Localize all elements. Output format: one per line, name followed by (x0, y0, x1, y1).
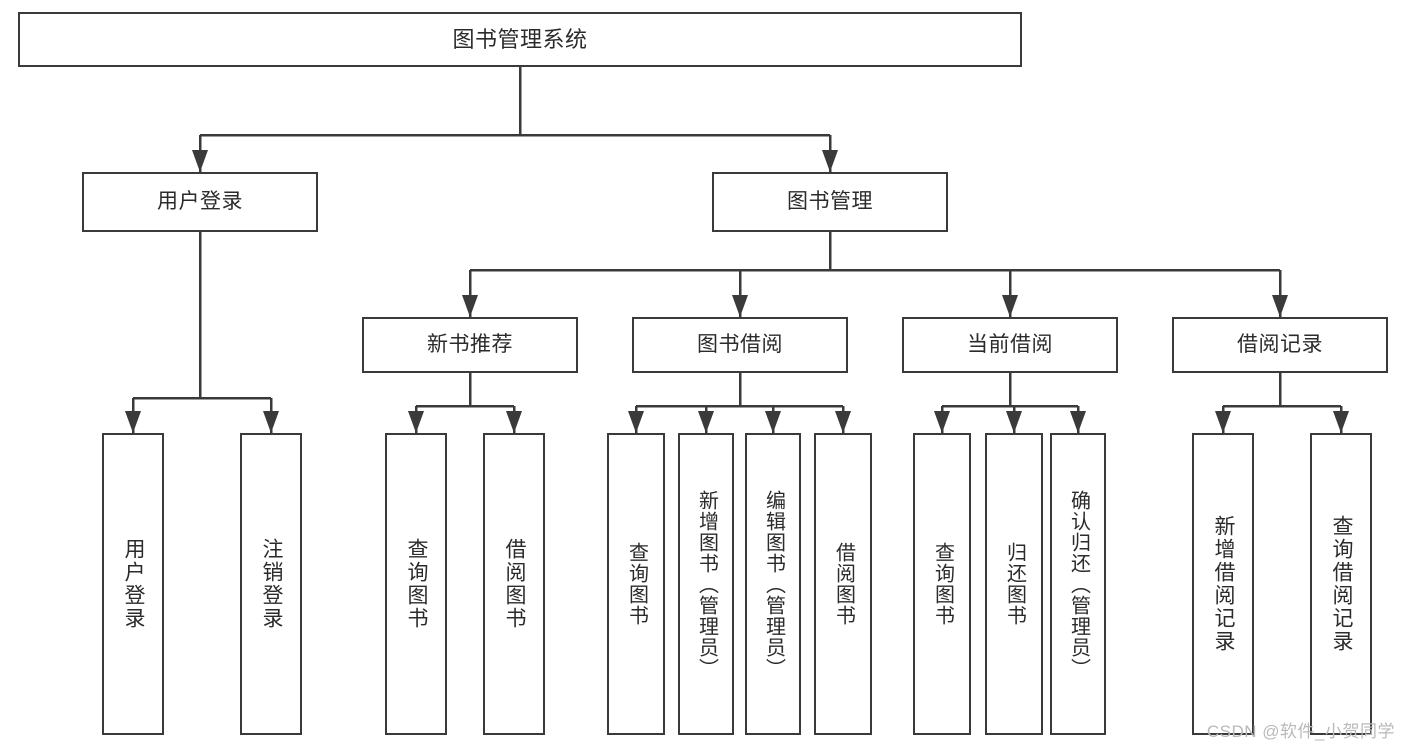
arrow-icon-user-login-1 (263, 411, 279, 433)
node-leaf-query-book-recommend[interactable]: 查询图书 (385, 433, 447, 735)
node-leaf-user-login-label: 用户登录 (122, 538, 146, 630)
arrow-icon-book-borrow-2 (765, 411, 781, 433)
node-leaf-query-book-recommend-label: 查询图书 (405, 538, 429, 630)
arrow-icon-book-borrow-3 (835, 411, 851, 433)
arrow-icon-book-borrow-0 (628, 411, 644, 433)
node-book-borrow-label: 图书借阅 (697, 332, 783, 356)
node-leaf-add-book-admin[interactable]: 新增图书（管理员） (678, 433, 734, 735)
node-leaf-edit-book-admin-label: 编辑图书（管理员） (762, 489, 785, 679)
node-borrow-record[interactable]: 借阅记录 (1172, 317, 1388, 373)
node-user-login-label: 用户登录 (157, 189, 243, 213)
node-leaf-query-book-borrow[interactable]: 查询图书 (607, 433, 665, 735)
node-root-label: 图书管理系统 (452, 26, 588, 52)
node-current-borrow[interactable]: 当前借阅 (902, 317, 1118, 373)
node-new-book-recommend-label: 新书推荐 (427, 332, 513, 356)
node-leaf-query-book-current[interactable]: 查询图书 (913, 433, 971, 735)
node-leaf-user-login[interactable]: 用户登录 (102, 433, 164, 735)
node-borrow-record-label: 借阅记录 (1237, 332, 1323, 356)
arrow-icon-new-book-recommend-0 (408, 411, 424, 433)
node-leaf-borrow-book-recommend[interactable]: 借阅图书 (483, 433, 545, 735)
node-leaf-borrow-book-recommend-label: 借阅图书 (503, 538, 527, 630)
arrow-icon-book-manage-3 (1272, 295, 1288, 317)
node-leaf-return-book[interactable]: 归还图书 (985, 433, 1043, 735)
node-leaf-confirm-return-admin-label: 确认归还（管理员） (1067, 489, 1090, 679)
node-user-login[interactable]: 用户登录 (82, 172, 318, 232)
node-leaf-add-borrow-record-label: 新增借阅记录 (1212, 515, 1236, 653)
node-leaf-query-book-current-label: 查询图书 (931, 542, 954, 626)
arrow-icon-book-manage-1 (732, 295, 748, 317)
node-leaf-logout-login[interactable]: 注销登录 (240, 433, 302, 735)
arrow-icon-book-manage-2 (1002, 295, 1018, 317)
arrow-icon-borrow-record-1 (1333, 411, 1349, 433)
node-root[interactable]: 图书管理系统 (18, 12, 1022, 67)
arrow-icon-borrow-record-0 (1215, 411, 1231, 433)
node-current-borrow-label: 当前借阅 (967, 332, 1053, 356)
arrow-icon-new-book-recommend-1 (506, 411, 522, 433)
node-leaf-borrow-book[interactable]: 借阅图书 (814, 433, 872, 735)
arrow-icon-root-0 (192, 150, 208, 172)
csdn-watermark: CSDN @软件_小贺同学 (1206, 722, 1395, 741)
node-leaf-logout-login-label: 注销登录 (260, 538, 284, 630)
arrow-icon-root-1 (822, 150, 838, 172)
node-new-book-recommend[interactable]: 新书推荐 (362, 317, 578, 373)
node-leaf-add-book-admin-label: 新增图书（管理员） (695, 489, 718, 679)
arrow-icon-book-borrow-1 (698, 411, 714, 433)
arrow-icon-user-login-0 (125, 411, 141, 433)
arrow-icon-current-borrow-1 (1006, 411, 1022, 433)
arrow-icon-current-borrow-0 (934, 411, 950, 433)
node-book-manage-label: 图书管理 (787, 189, 873, 213)
node-leaf-edit-book-admin[interactable]: 编辑图书（管理员） (745, 433, 801, 735)
node-book-manage[interactable]: 图书管理 (712, 172, 948, 232)
node-leaf-query-borrow-record-label: 查询借阅记录 (1330, 515, 1354, 653)
node-leaf-confirm-return-admin[interactable]: 确认归还（管理员） (1050, 433, 1106, 735)
node-leaf-borrow-book-label: 借阅图书 (832, 542, 855, 626)
node-leaf-query-borrow-record[interactable]: 查询借阅记录 (1310, 433, 1372, 735)
arrow-icon-current-borrow-2 (1070, 411, 1086, 433)
node-leaf-return-book-label: 归还图书 (1003, 542, 1026, 626)
node-book-borrow[interactable]: 图书借阅 (632, 317, 848, 373)
arrow-icon-book-manage-0 (462, 295, 478, 317)
node-leaf-query-book-borrow-label: 查询图书 (625, 542, 648, 626)
node-leaf-add-borrow-record[interactable]: 新增借阅记录 (1192, 433, 1254, 735)
